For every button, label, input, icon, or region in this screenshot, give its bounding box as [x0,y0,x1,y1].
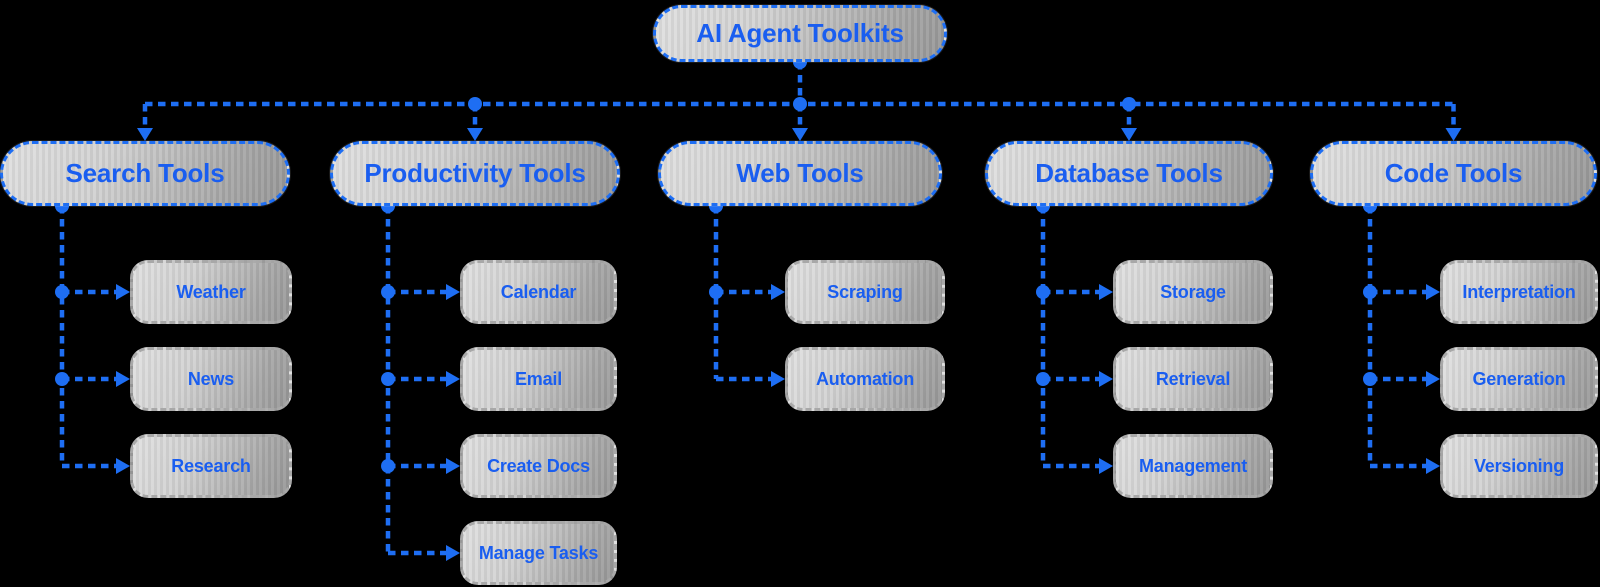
leaf-node-management-label: Management [1138,455,1248,476]
leaf-node-management: Management [1113,434,1273,498]
junction-dot [793,97,807,111]
leaf-node-generation-label: Generation [1472,368,1566,389]
leaf-node-interpretation-label: Interpretation [1462,281,1576,302]
leaf-node-create-docs-label: Create Docs [487,455,590,476]
category-node-web-tools-label: Web Tools [736,158,864,188]
connector-productivity-tools [381,199,460,561]
category-node-web-tools: Web Tools [658,141,942,206]
arrowhead-right-icon [1426,371,1440,387]
leaf-node-storage-label: Storage [1160,281,1226,302]
leaf-node-news: News [130,347,292,411]
arrowhead-right-icon [771,371,785,387]
leaf-node-versioning: Versioning [1440,434,1598,498]
root-node-ai-agent-toolkits-label: AI Agent Toolkits [696,18,904,48]
leaf-node-retrieval: Retrieval [1113,347,1273,411]
junction-dot [1363,372,1377,386]
arrowhead-right-icon [116,371,130,387]
category-node-search-tools: Search Tools [0,141,290,206]
leaf-node-weather: Weather [130,260,292,324]
leaf-node-interpretation: Interpretation [1440,260,1598,324]
leaf-node-create-docs: Create Docs [460,434,617,498]
junction-dot [55,285,69,299]
connector-trunk [137,55,1462,141]
connector-search-tools [55,199,130,474]
category-node-database-tools-label: Database Tools [1035,158,1223,188]
junction-dot [1122,97,1136,111]
connector-code-tools [1363,199,1440,474]
arrowhead-right-icon [1099,458,1113,474]
leaf-node-generation: Generation [1440,347,1598,411]
connector-web-tools [709,199,785,387]
junction-dot [381,459,395,473]
leaf-node-research: Research [130,434,292,498]
junction-dot [1036,285,1050,299]
arrowhead-down-icon [137,128,153,141]
leaf-node-automation-label: Automation [816,368,914,389]
leaf-node-scraping: Scraping [785,260,945,324]
leaf-node-weather-label: Weather [176,281,246,302]
root-node-ai-agent-toolkits: AI Agent Toolkits [653,5,947,62]
leaf-node-email: Email [460,347,617,411]
arrowhead-right-icon [1099,371,1113,387]
category-node-database-tools: Database Tools [985,141,1273,206]
leaf-node-manage-tasks: Manage Tasks [460,521,617,585]
arrowhead-right-icon [1099,284,1113,300]
arrowhead-right-icon [116,284,130,300]
arrowhead-down-icon [467,128,483,141]
leaf-node-news-label: News [187,368,235,389]
category-node-productivity-tools-label: Productivity Tools [364,158,586,188]
arrowhead-right-icon [446,284,460,300]
connector-database-tools [1036,199,1113,474]
leaf-node-retrieval-label: Retrieval [1155,368,1231,389]
junction-dot [1363,285,1377,299]
arrowhead-right-icon [446,545,460,561]
arrowhead-right-icon [1426,458,1440,474]
junction-dot [468,97,482,111]
arrowhead-right-icon [446,458,460,474]
junction-dot [381,285,395,299]
junction-dot [381,372,395,386]
arrowhead-right-icon [1426,284,1440,300]
arrowhead-right-icon [116,458,130,474]
junction-dot [55,372,69,386]
arrowhead-right-icon [771,284,785,300]
leaf-node-versioning-label: Versioning [1473,455,1565,476]
arrowhead-right-icon [446,371,460,387]
arrowhead-down-icon [792,128,808,141]
arrowhead-down-icon [1445,128,1462,141]
leaf-node-manage-tasks-label: Manage Tasks [478,542,599,563]
leaf-node-calendar-label: Calendar [500,281,577,302]
leaf-node-automation: Automation [785,347,945,411]
junction-dot [709,285,723,299]
leaf-node-storage: Storage [1113,260,1273,324]
leaf-node-research-label: Research [171,455,251,476]
category-node-productivity-tools: Productivity Tools [330,141,620,206]
category-node-code-tools-label: Code Tools [1384,158,1523,188]
category-node-search-tools-label: Search Tools [65,158,225,188]
junction-dot [1036,372,1050,386]
leaf-node-scraping-label: Scraping [827,281,903,302]
leaf-node-email-label: Email [514,368,563,389]
leaf-node-calendar: Calendar [460,260,617,324]
category-node-code-tools: Code Tools [1310,141,1597,206]
arrowhead-down-icon [1121,128,1137,141]
